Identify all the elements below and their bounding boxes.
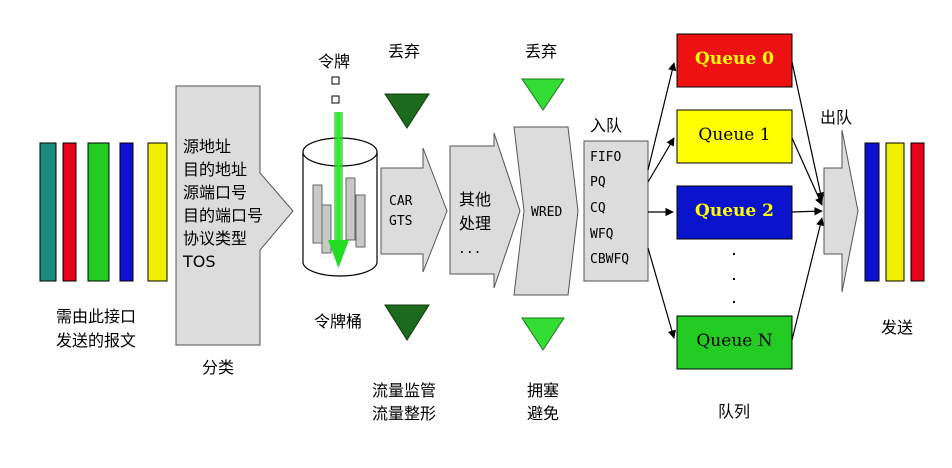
wred-drop-label: 丢弃 — [525, 42, 558, 61]
queue-box — [676, 315, 793, 370]
classify-field: TOS — [183, 252, 216, 271]
output-packets — [864, 142, 925, 282]
traffic-policing-label: 流量监管 — [372, 381, 437, 400]
queue-label: Queue 0 — [695, 49, 774, 69]
congestion-label: 拥塞 — [527, 381, 560, 400]
queue-box — [676, 33, 793, 88]
classify-box — [175, 85, 294, 346]
input-packet — [39, 142, 57, 282]
queue-ellipsis — [733, 253, 735, 303]
send-label: 发送 — [881, 318, 914, 337]
queue-label: Queue N — [696, 331, 773, 351]
output-packet — [864, 142, 880, 282]
enqueue-method: PQ — [590, 175, 606, 190]
traffic-shaping-label: 流量整形 — [372, 404, 437, 423]
token-label: 令牌 — [318, 52, 351, 71]
output-packet — [910, 142, 925, 282]
enqueue-method: CQ — [590, 201, 606, 216]
queues-caption: 队列 — [718, 402, 751, 421]
dequeue-arrows — [791, 61, 825, 341]
enqueue-method: CBWFQ — [590, 252, 630, 267]
queue-box — [676, 109, 793, 164]
token-square — [331, 76, 340, 85]
token-square — [331, 95, 340, 104]
queue-box — [676, 185, 793, 240]
classify-label: 分类 — [202, 358, 235, 377]
input-packets — [39, 142, 168, 282]
car-drop-marker-top — [384, 93, 430, 129]
token-bucket — [302, 76, 378, 277]
enqueue-title: 入队 — [590, 116, 623, 135]
enqueue-arrows — [647, 62, 677, 339]
queue-label: Queue 2 — [695, 201, 774, 221]
avoidance-label: 避免 — [527, 404, 560, 423]
input-packet — [147, 142, 168, 282]
dequeue-block-arrow — [823, 129, 859, 293]
other-line: 处理 — [459, 214, 492, 233]
bucket-token-block — [321, 204, 332, 254]
input-caption-line2: 发送的报文 — [56, 331, 137, 350]
other-line: ... — [458, 242, 482, 257]
classify-field: 目的地址 — [183, 160, 248, 179]
enqueue-arrow — [647, 137, 675, 183]
dequeue-arrow — [791, 61, 825, 201]
input-caption-line1: 需由此接口 — [56, 307, 137, 326]
input-packet — [119, 142, 134, 282]
other-line: 其他 — [459, 190, 492, 209]
car-gts-arrow — [380, 147, 448, 273]
wred-block — [513, 126, 579, 296]
classify-field: 源地址 — [183, 137, 232, 156]
bucket-token-block — [355, 194, 366, 248]
input-packet — [87, 142, 110, 282]
dequeue-arrow — [791, 217, 825, 341]
token-beam — [334, 112, 343, 242]
car-line: GTS — [389, 214, 413, 229]
queue-label: Queue 1 — [698, 125, 771, 145]
bucket-token-block — [312, 184, 323, 244]
car-drop-marker-bottom — [384, 304, 430, 341]
enqueue-method: FIFO — [590, 150, 622, 165]
enqueue-box — [583, 140, 649, 282]
classify-field: 源端口号 — [183, 183, 248, 202]
token-bucket-label: 令牌桶 — [314, 312, 363, 331]
dequeue-title: 出队 — [820, 108, 853, 127]
other-processing-arrow — [449, 132, 521, 289]
dequeue-arrow — [791, 137, 823, 206]
output-packet — [885, 142, 905, 282]
car-line: CAR — [389, 194, 413, 209]
enqueue-method: WFQ — [590, 227, 614, 242]
enqueue-arrow — [647, 62, 677, 171]
wred-drop-marker-bottom — [521, 317, 565, 351]
classify-field: 协议类型 — [183, 229, 248, 248]
dequeue-arrow — [791, 207, 823, 216]
wred-label: WRED — [531, 205, 563, 220]
enqueue-arrow — [647, 247, 676, 339]
wred-drop-marker-top — [521, 78, 565, 111]
bucket-token-block — [345, 177, 356, 241]
car-drop-label: 丢弃 — [388, 42, 421, 61]
input-packet — [62, 142, 77, 282]
token-beam-arrowhead — [328, 240, 349, 268]
classify-field: 目的端口号 — [183, 206, 264, 225]
